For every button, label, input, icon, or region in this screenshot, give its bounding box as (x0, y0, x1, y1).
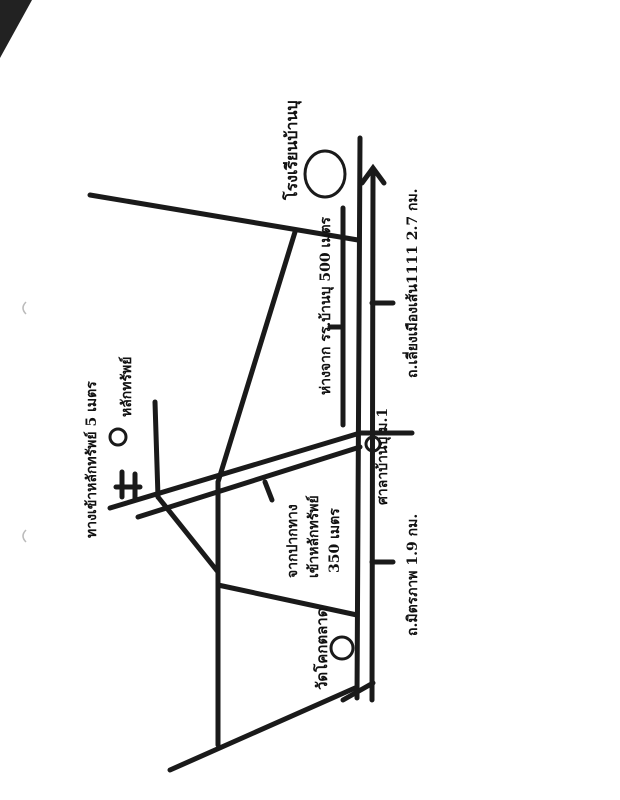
temple-road (215, 582, 360, 618)
road-arrow-south (340, 680, 376, 703)
temple-landmark-icon (329, 635, 355, 661)
school-landmark-icon (303, 149, 347, 199)
property-connector-road (155, 494, 221, 575)
from-entrance-line1: จากปากทาง (285, 504, 301, 578)
road-arrow-north (359, 163, 387, 186)
access-road-upper (107, 430, 363, 511)
diagonal-connector-road (215, 229, 298, 485)
access-road-lower (135, 444, 363, 520)
punch-hole-mark (22, 529, 27, 543)
entry-5m-label: ทางเข้าหลักทรัพย์ 5 เมตร (83, 381, 100, 538)
from-entrance-line2: เข้าหลักทรัพย์ (305, 495, 322, 578)
distance-from-school-label: ห่างจาก รร.บ้านบุ 500 เมตร (318, 216, 334, 395)
property-boundary-line (152, 399, 161, 500)
school-side-road (87, 192, 361, 243)
sala-label: ศาลาบ้านบุ ม.1 (375, 408, 391, 505)
sala-landmark-icon (364, 435, 382, 453)
scan-corner-mark (0, 0, 32, 58)
temple-label: วัดโคกตลาด (312, 608, 331, 690)
school-label: โรงเรียนบ้านบุ (281, 100, 302, 201)
road-left-label: ถ.มิตรภาพ 1.9 กม. (405, 514, 421, 636)
punch-hole-mark (22, 301, 27, 315)
property-landmark-icon (108, 427, 128, 447)
main-road-left-line (354, 135, 363, 701)
access-road-tick (262, 479, 275, 503)
road-right-label: ถ.เลี่ยงเมืองเส้น1111 2.7 กม. (402, 188, 421, 378)
from-entrance-line3: 350 เมตร (327, 508, 343, 573)
property-label: หลักทรัพย์ (118, 357, 135, 417)
lower-diagonal-road (167, 685, 358, 773)
